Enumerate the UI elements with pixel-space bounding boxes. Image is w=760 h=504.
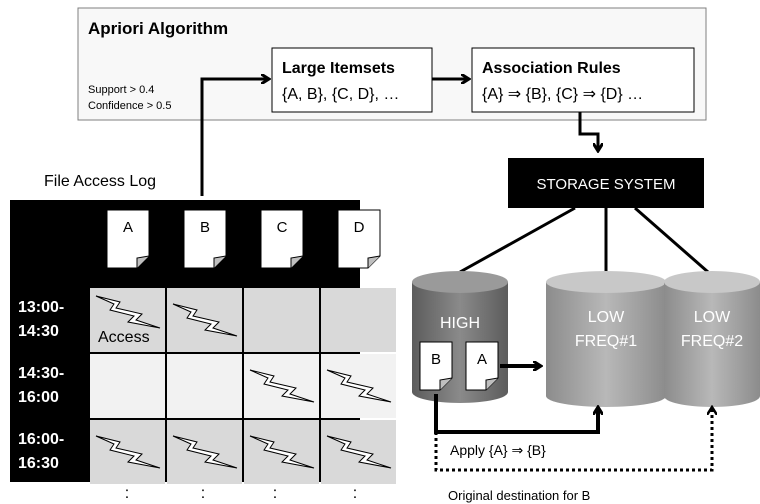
link-high [459, 206, 576, 274]
association-rules-box: Association Rules {A} ⇒ {B}, {C} ⇒ {D} … [471, 47, 695, 113]
time-slot-start: 13:00- [18, 299, 64, 316]
time-slot-start: 16:00- [18, 431, 64, 448]
low-freq-1-label-line2: FREQ#1 [575, 333, 637, 350]
file-b-icon-label: B [200, 219, 210, 236]
confidence-threshold: Confidence > 0.5 [88, 100, 171, 112]
original-destination-label: Original destination for B [448, 488, 590, 503]
file-a-icon-label: A [123, 219, 133, 236]
ellipsis-mark: : [273, 485, 277, 502]
low-freq-2-label-line1: LOW [694, 309, 731, 326]
time-slot-end: 16:00 [18, 389, 59, 406]
log-cell [167, 354, 242, 418]
access-bolt-icon [249, 369, 315, 403]
high-tier-label: HIGH [440, 315, 480, 332]
ellipsis-mark: : [353, 485, 357, 502]
apply-rule-label: Apply {A} ⇒ {B} [450, 442, 546, 458]
large-itemsets-title: Large Itemsets [282, 60, 395, 77]
log-cell [90, 354, 165, 418]
time-slot-end: 16:30 [18, 455, 59, 472]
file-d-icon: D [337, 209, 381, 269]
file-b-in-high-icon-label: B [431, 351, 441, 368]
log-title: File Access Log [44, 173, 156, 190]
large-itemsets-box: Large Itemsets {A, B}, {C, D}, … [271, 47, 433, 113]
link-low2 [634, 206, 709, 274]
log-cell [321, 288, 396, 352]
time-slot-start: 14:30- [18, 365, 64, 382]
file-a-in-high-icon-label: A [477, 351, 487, 368]
apriori-title: Apriori Algorithm [88, 19, 228, 38]
log-cell [244, 288, 319, 352]
time-slot-end: 14:30 [18, 323, 59, 340]
access-bolt-icon [95, 295, 161, 329]
low-freq-1-label-line1: LOW [588, 309, 625, 326]
large-itemsets-content: {A, B}, {C, D}, … [282, 86, 399, 103]
file-access-log-table: A B C D 13:00- 14:30 14:30- 16:00 16:00- 16:30 Acc… [10, 200, 396, 484]
apply-rule-arrow [434, 394, 598, 434]
support-threshold: Support > 0.4 [88, 84, 154, 96]
file-c-icon: C [260, 209, 304, 269]
storage-system-box: STORAGE SYSTEM [508, 158, 704, 208]
file-d-icon-label: D [354, 219, 365, 236]
storage-system-label: STORAGE SYSTEM [537, 176, 676, 193]
file-c-icon-label: C [277, 219, 288, 236]
file-a-in-high-icon: A [465, 341, 499, 391]
association-rules-title: Association Rules [482, 60, 621, 77]
access-bolt-icon [249, 435, 315, 469]
file-b-icon: B [183, 209, 227, 269]
low-freq-2-label-line2: FREQ#2 [681, 333, 743, 350]
storage-tiers: HIGH LOW FREQ#1 LOW FREQ#2B A [412, 271, 760, 407]
low-freq-1-cylinder: LOW FREQ#1 [546, 271, 666, 407]
access-bolt-icon [326, 435, 392, 469]
file-b-in-high-icon: B [419, 341, 453, 391]
access-bolt-icon [326, 369, 392, 403]
access-label: Access [98, 329, 150, 346]
low-freq-2-cylinder: LOW FREQ#2 [664, 271, 760, 407]
ellipsis-mark: : [201, 485, 205, 502]
rules-to-storage-arrow [578, 112, 598, 150]
log-to-itemsets-arrow [200, 79, 268, 196]
file-a-icon: A [106, 209, 150, 269]
original-destination-arrow [434, 408, 712, 472]
log-ellipses: :::: [125, 485, 357, 502]
access-bolt-icon [172, 303, 238, 337]
ellipsis-mark: : [125, 485, 129, 502]
association-rules-content: {A} ⇒ {B}, {C} ⇒ {D} … [482, 86, 643, 103]
access-bolt-icon [95, 435, 161, 469]
access-bolt-icon [172, 435, 238, 469]
apriori-panel: Apriori Algorithm Support > 0.4 Confiden… [77, 7, 707, 121]
